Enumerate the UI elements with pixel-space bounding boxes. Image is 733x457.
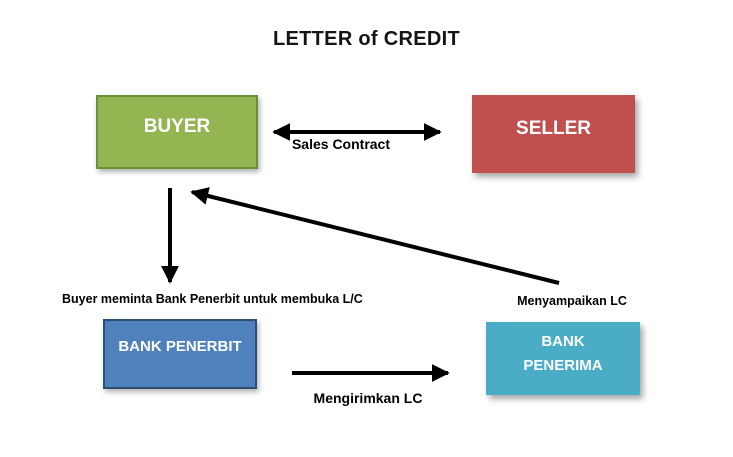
- node-bank-penerbit: BANK PENERBIT: [103, 319, 257, 389]
- node-seller-label: SELLER: [516, 118, 591, 139]
- node-buyer: BUYER: [96, 95, 258, 169]
- node-bank-penerima-label: BANK PENERIMA: [523, 332, 603, 374]
- edge-label-sales-contract: Sales Contract: [291, 136, 391, 152]
- node-bank-penerbit-label: BANK PENERBIT: [118, 337, 242, 355]
- page-title: LETTER of CREDIT: [272, 28, 460, 50]
- edge-label-menyampaikan-lc: Menyampaikan LC: [517, 294, 627, 308]
- arrow-bank-penerima-to-seller: [190, 187, 560, 285]
- edge-label-request-lc: Buyer meminta Bank Penerbit untuk membuk…: [62, 292, 363, 306]
- node-bank-penerima: BANK PENERIMA: [486, 322, 640, 395]
- edge-label-mengirimkan-lc: Mengirimkan LC: [313, 390, 423, 406]
- node-seller: SELLER: [472, 95, 635, 173]
- node-buyer-label: BUYER: [143, 116, 211, 137]
